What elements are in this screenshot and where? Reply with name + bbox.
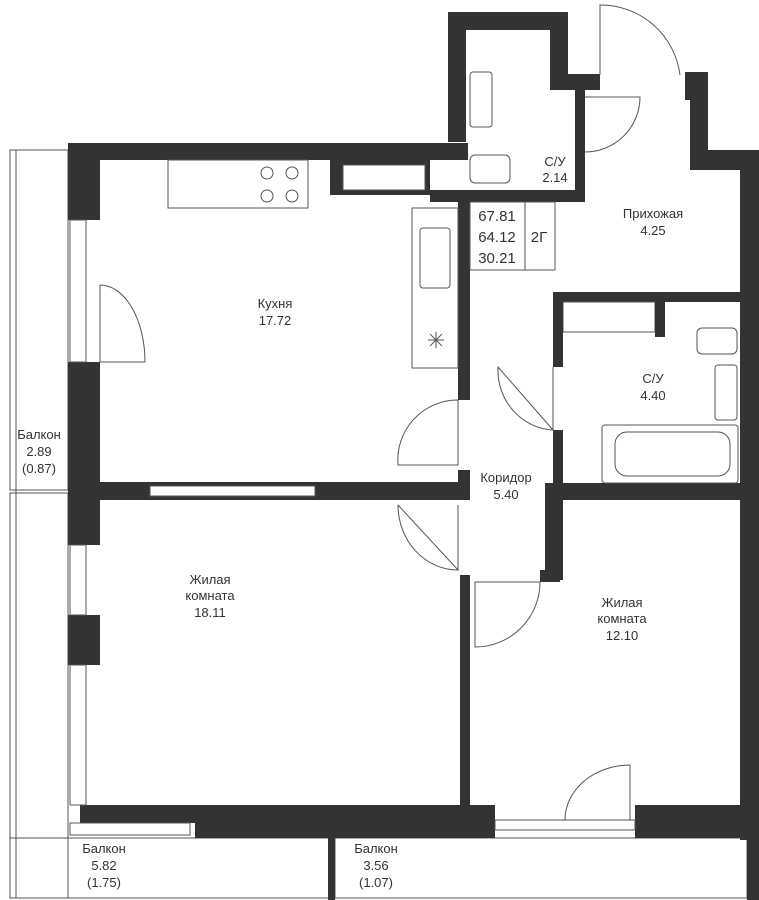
room-name: Кухня: [258, 296, 293, 311]
burner-icon: [260, 166, 274, 180]
room-name: С/У: [544, 154, 566, 169]
doors: [99, 4, 681, 821]
walls: [68, 12, 759, 840]
balcony-outlines: [9, 149, 759, 900]
room-area: 4.40: [640, 388, 665, 403]
area-no-balcony: 64.12: [478, 229, 516, 246]
apartment-summary: 67.81 64.12 30.21 2Г: [478, 208, 547, 267]
room-labels: С/У 2.14 Прихожая 4.25 Кухня 17.72 С/У 4…: [17, 154, 683, 890]
room-area: 4.25: [640, 223, 665, 238]
room-name: Прихожая: [623, 206, 683, 221]
room-name: Коридор: [480, 470, 531, 485]
room-area: 12.10: [606, 628, 639, 643]
room-reduced-area: (0.87): [22, 461, 56, 476]
room-area: 17.72: [259, 313, 292, 328]
sink-icon: [419, 227, 451, 289]
washbasin-icon: [714, 364, 738, 421]
room-name: Балкон: [17, 427, 61, 442]
washbasin-icon: [469, 71, 493, 128]
room-area: 2.14: [542, 170, 567, 185]
room-area: 5.82: [91, 858, 116, 873]
room-name: Жилая: [601, 595, 642, 610]
living-area: 30.21: [478, 250, 516, 267]
room-name: С/У: [642, 371, 664, 386]
room-name: Балкон: [82, 841, 126, 856]
room-area: 3.56: [363, 858, 388, 873]
kitchen-counter: [167, 159, 309, 209]
room-area: 18.11: [194, 605, 226, 620]
total-area: 67.81: [478, 208, 516, 225]
room-name: Жилая: [189, 572, 230, 587]
room-name-2: комната: [597, 611, 647, 626]
fixtures: [167, 71, 739, 484]
fan-icon: [428, 332, 444, 348]
windows: [69, 219, 636, 836]
room-reduced-area: (1.07): [359, 875, 393, 890]
room-reduced-area: (1.75): [87, 875, 121, 890]
room-area: 2.89: [26, 444, 51, 459]
apartment-type: 2Г: [531, 229, 547, 246]
toilet-icon: [469, 154, 511, 184]
toilet-icon: [696, 327, 738, 355]
summary-box: [469, 201, 556, 271]
room-name-2: комната: [185, 588, 235, 603]
room-area: 5.40: [493, 487, 518, 502]
room-name: Балкон: [354, 841, 398, 856]
